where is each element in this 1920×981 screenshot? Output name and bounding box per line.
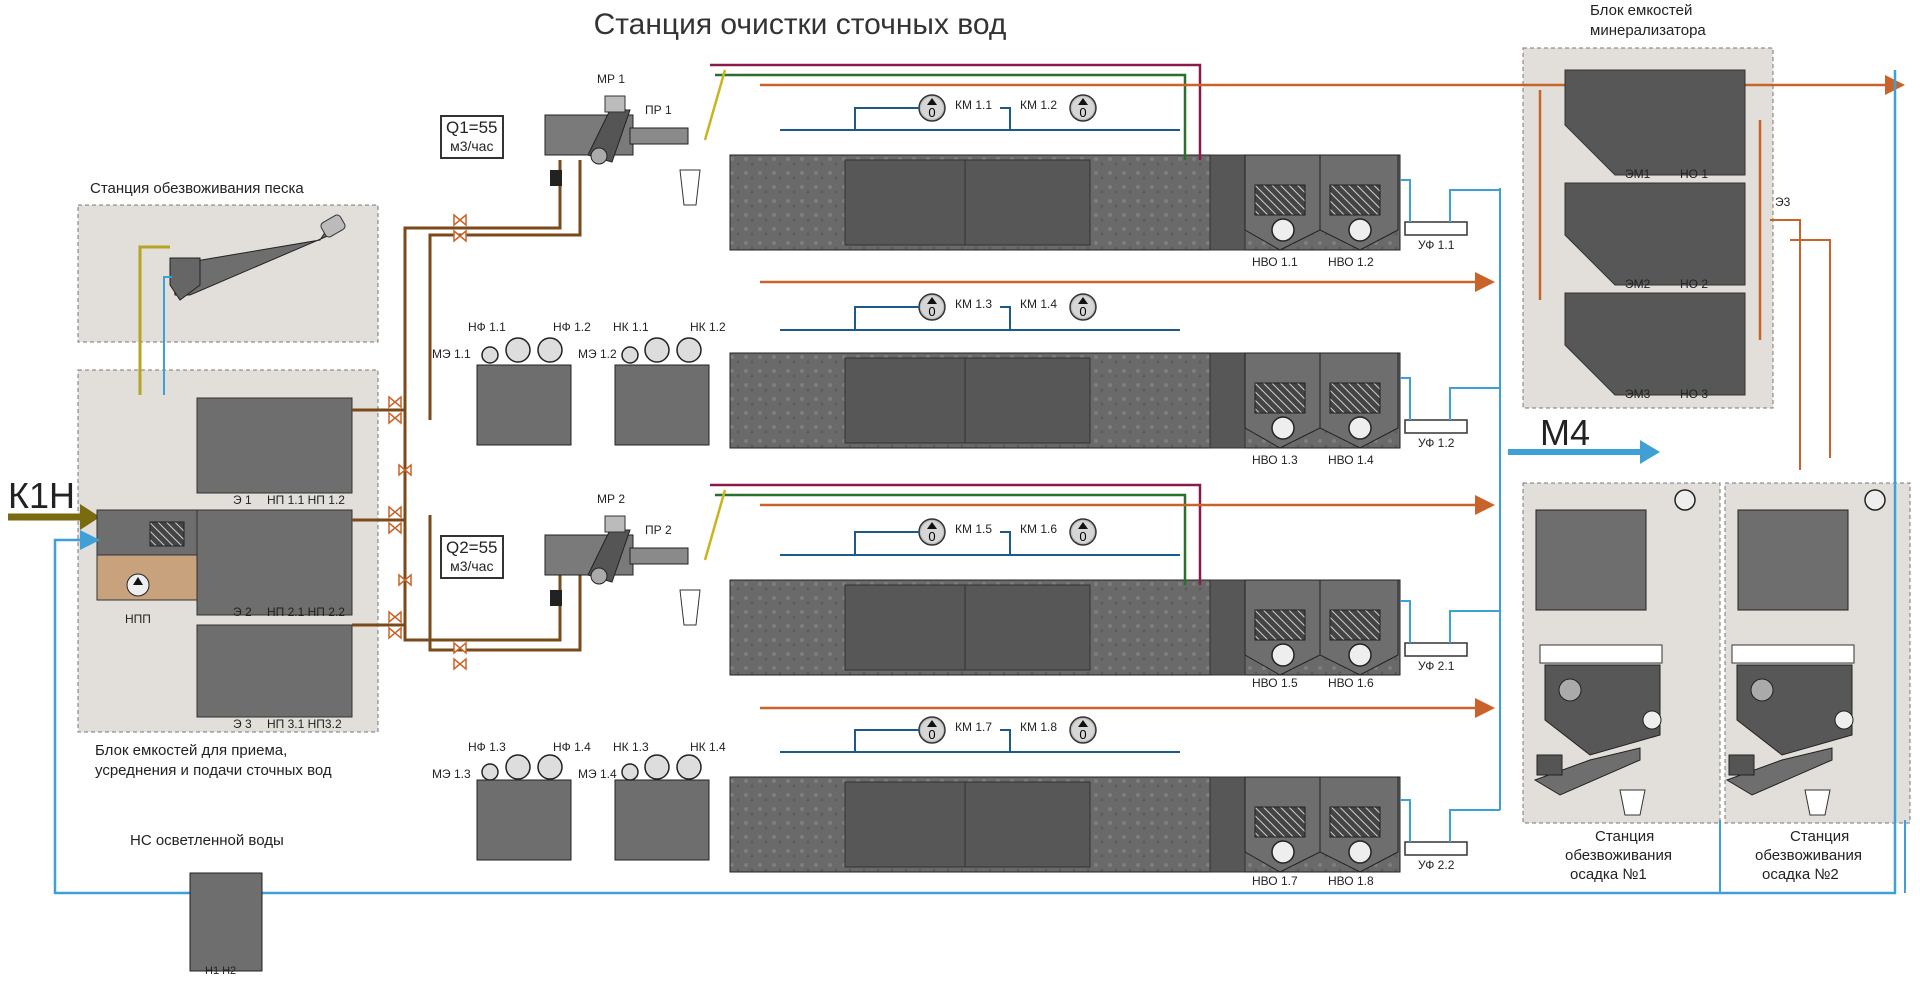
no1-label: НО 1 xyxy=(1680,167,1709,181)
km-label: КМ 1.2 xyxy=(1020,98,1058,112)
npp-label: НПП xyxy=(125,612,151,626)
flow-2-value: Q2=55 xyxy=(446,538,498,557)
sludge-pumps-icons xyxy=(1271,218,1372,864)
e2-label: Э 2 xyxy=(233,605,252,619)
compressor-gauge-value: 0 xyxy=(928,529,935,544)
compressor-gauge-value: 0 xyxy=(1079,727,1086,742)
compressor-gauge-value: 0 xyxy=(1079,304,1086,319)
pr1-label: ПР 1 xyxy=(645,103,672,117)
page-title: Станция очистки сточных вод xyxy=(593,8,1007,41)
uv-units xyxy=(1404,221,1468,856)
receiving-block-label-1: Блок емкостей для приема, xyxy=(95,742,288,759)
compressor-gauge-value: 0 xyxy=(928,105,935,120)
km-label: КМ 1.6 xyxy=(1020,522,1058,536)
dosing-group-1 xyxy=(476,364,710,861)
nk12-label: НК 1.2 xyxy=(690,320,726,334)
sludge2-label-2: обезвоживания xyxy=(1755,847,1862,864)
km-label: КМ 1.8 xyxy=(1020,720,1058,734)
receiving-block-label-2: усреднения и подачи сточных вод xyxy=(95,762,332,779)
uv-label: УФ 1.1 xyxy=(1418,238,1455,252)
nvo-label: НВО 1.3 xyxy=(1252,453,1298,467)
np3-label: НП 3.1 НП3.2 xyxy=(267,717,342,731)
np1-label: НП 1.1 НП 1.2 xyxy=(267,493,345,507)
sludge1-label-2: обезвоживания xyxy=(1565,847,1672,864)
h-label: Н1 Н2 xyxy=(205,965,237,977)
flow-1-unit: м3/час xyxy=(450,138,494,154)
em2-label: ЭМ2 xyxy=(1625,277,1651,291)
no3-label: НО 3 xyxy=(1680,387,1709,401)
compressor-gauge-value: 0 xyxy=(1079,105,1086,120)
uv-label: УФ 1.2 xyxy=(1418,436,1455,450)
trunk-valves xyxy=(388,214,467,670)
sludge-station-1 xyxy=(1533,509,1663,816)
km-label: КМ 1.7 xyxy=(955,720,993,734)
nvo-label: НВО 1.1 xyxy=(1252,255,1298,269)
mineralizer-label-2: минерализатора xyxy=(1590,22,1706,39)
screen-unit-2 xyxy=(544,515,701,626)
outlet-label: М4 xyxy=(1540,412,1591,453)
no2-label: НО 2 xyxy=(1680,277,1709,291)
nvo-label: НВО 1.8 xyxy=(1328,874,1374,888)
em3-label: ЭМ3 xyxy=(1625,387,1651,401)
nvo-label: НВО 1.4 xyxy=(1328,453,1374,467)
uv-label: УФ 2.2 xyxy=(1418,858,1455,872)
flow-box-1: Q1=55 м3/час xyxy=(440,115,504,159)
km-label: КМ 1.4 xyxy=(1020,297,1058,311)
nvo-label: НВО 1.5 xyxy=(1252,676,1298,690)
np2-label: НП 2.1 НП 2.2 xyxy=(267,605,345,619)
em1-label: ЭМ1 xyxy=(1625,167,1651,181)
nf11-label: НФ 1.1 xyxy=(468,320,506,334)
screen-unit-1 xyxy=(544,95,701,206)
sludge1-label-1: Станция xyxy=(1595,828,1655,845)
tank-e1 xyxy=(196,397,353,494)
me11-label: МЭ 1.1 xyxy=(432,347,471,361)
mineralizer-tanks xyxy=(1564,69,1746,396)
uv-label: УФ 2.1 xyxy=(1418,659,1455,673)
nk13-label: НК 1.3 xyxy=(613,740,649,754)
nf14-label: НФ 1.4 xyxy=(553,740,591,754)
compressor-gauge-value: 0 xyxy=(928,304,935,319)
nf13-label: НФ 1.3 xyxy=(468,740,506,754)
compressor-gauge-value: 0 xyxy=(1079,529,1086,544)
nvo-label: НВО 1.7 xyxy=(1252,874,1298,888)
nk11-label: НК 1.1 xyxy=(613,320,649,334)
mr1-label: МР 1 xyxy=(597,72,626,86)
treatment-line-1 xyxy=(729,154,1401,251)
tank-e3 xyxy=(196,624,353,718)
nvo-label: НВО 1.2 xyxy=(1328,255,1374,269)
mineralizer-label-1: Блок емкостей xyxy=(1590,2,1693,19)
clear-water-ns-label: НС осветленной воды xyxy=(130,832,284,849)
e3-label: Э 3 xyxy=(233,717,252,731)
me12-label: МЭ 1.2 xyxy=(578,347,617,361)
sand-station-label: Станция обезвоживания песка xyxy=(90,180,304,197)
sludge2-label-3: осадка №2 xyxy=(1762,866,1839,883)
nk14-label: НК 1.4 xyxy=(690,740,726,754)
sludge-station-2 xyxy=(1725,509,1855,816)
sludge1-label-3: осадка №1 xyxy=(1570,866,1647,883)
e3-mineralizer-label: Э3 xyxy=(1775,195,1791,209)
km-label: КМ 1.3 xyxy=(955,297,993,311)
nvo-label: НВО 1.6 xyxy=(1328,676,1374,690)
clear-water-pumps xyxy=(189,872,263,972)
me14-label: МЭ 1.4 xyxy=(578,767,617,781)
km-label: КМ 1.5 xyxy=(955,522,993,536)
km-label: КМ 1.1 xyxy=(955,98,993,112)
flow-box-2: Q2=55 м3/час xyxy=(440,535,504,579)
nf12-label: НФ 1.2 xyxy=(553,320,591,334)
me13-label: МЭ 1.3 xyxy=(432,767,471,781)
inlet-label: К1Н xyxy=(8,475,75,516)
tank-e2 xyxy=(196,509,353,616)
pr2-label: ПР 2 xyxy=(645,523,672,537)
mr2-label: МР 2 xyxy=(597,492,626,506)
compressor-gauge-value: 0 xyxy=(928,727,935,742)
sludge2-label-1: Станция xyxy=(1790,828,1850,845)
flow-2-unit: м3/час xyxy=(450,558,494,574)
flow-1-value: Q1=55 xyxy=(446,118,498,137)
e1-label: Э 1 xyxy=(233,493,252,507)
